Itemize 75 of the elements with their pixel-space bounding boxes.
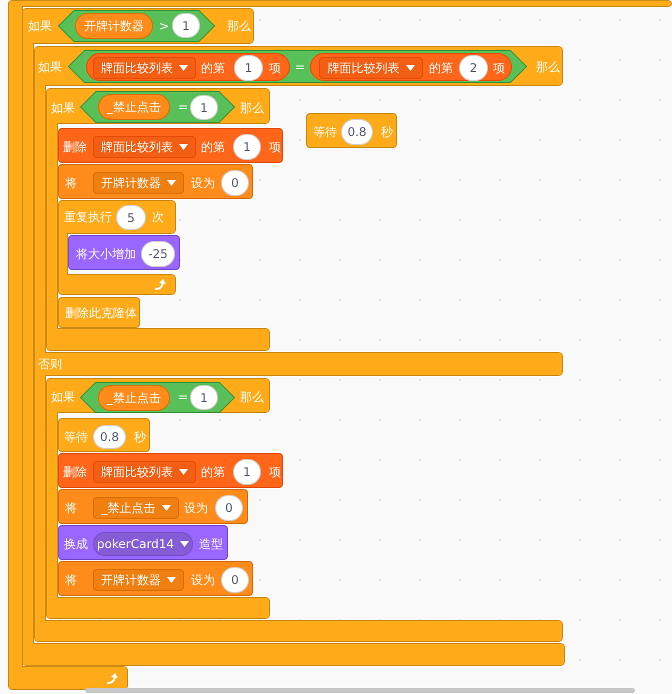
block-label: 项 (269, 140, 281, 154)
block-label: 的第 (201, 465, 225, 479)
operator-sign: = (295, 60, 306, 74)
block-label: 那么 (240, 101, 264, 115)
list-dropdown: 牌面比较列表 (93, 57, 196, 79)
block-label: 等待 (64, 430, 88, 444)
block-label: 重复执行 (64, 210, 112, 224)
operator-sign: = (178, 390, 188, 404)
variable-reporter: _禁止点击 (98, 385, 170, 411)
variable-dropdown: 开牌计数器 (93, 172, 184, 194)
number-input: 0.8 (93, 425, 126, 449)
block-label: 删除 (63, 140, 87, 154)
block-label: 项 (269, 61, 281, 75)
list-dropdown: 牌面比较列表 (319, 57, 423, 79)
block-label: 秒 (134, 430, 146, 444)
wait-block (58, 418, 150, 452)
list-dropdown: 牌面比较列表 (93, 136, 196, 158)
number-input: 2 (459, 55, 488, 81)
set-variable-block (58, 561, 253, 596)
equals-block (80, 91, 235, 123)
block-label: 如果 (51, 101, 75, 115)
number-input: 1 (233, 134, 261, 160)
block-label: 将 (65, 573, 77, 587)
block-label: 项 (269, 465, 281, 479)
number-input: 1 (233, 459, 261, 485)
block-label: 如果 (51, 390, 75, 404)
block-label: 将 (65, 176, 77, 190)
block-label: 如果 (38, 60, 62, 74)
block-label: 删除此克隆体 (65, 306, 137, 320)
block-label: 等待 (313, 125, 337, 139)
block-label: 项 (493, 61, 505, 75)
variable-reporter: _禁止点击 (98, 94, 170, 120)
delete-clone-block (58, 297, 140, 328)
number-input: 1 (234, 55, 263, 81)
list-item-reporter (86, 53, 290, 81)
block-label: 秒 (381, 125, 393, 139)
block-label: 如果 (28, 19, 52, 33)
number-input: 0 (221, 170, 249, 196)
block-label: 那么 (227, 19, 251, 33)
operator-sign: > (159, 19, 170, 33)
block-label: 那么 (240, 390, 264, 404)
number-input: -25 (141, 241, 175, 267)
delete-item-block (58, 128, 283, 163)
equals-block (80, 382, 235, 413)
equals-block (68, 50, 527, 83)
number-input: 0 (221, 567, 249, 593)
variable-reporter: 开牌计数器 (75, 13, 153, 39)
block-label: 否则 (38, 357, 62, 371)
change-size-block (68, 235, 180, 270)
operator-sign: = (178, 100, 188, 114)
list-item-reporter (310, 53, 512, 81)
block-label: 的第 (201, 140, 225, 154)
block-label: 换成 (64, 537, 88, 551)
block-label: 将 (65, 501, 77, 515)
block-label: 设为 (184, 501, 208, 515)
set-variable-block (58, 489, 248, 524)
variable-dropdown: 开牌计数器 (93, 569, 184, 591)
block-label: 的第 (201, 61, 225, 75)
block-label: 将大小增加 (76, 247, 136, 261)
delete-item-block (58, 453, 283, 488)
block-label: 那么 (536, 60, 560, 74)
block-label: 次 (152, 210, 164, 224)
costume-dropdown: pokerCard14 (93, 532, 193, 556)
block-label: 设为 (191, 176, 215, 190)
block-label: 设为 (191, 573, 215, 587)
set-variable-block (58, 164, 253, 199)
number-input: 0 (215, 495, 243, 521)
number-input: 0.8 (341, 119, 373, 145)
block-label: 造型 (199, 537, 223, 551)
variable-dropdown: _禁止点击 (93, 497, 179, 519)
list-dropdown: 牌面比较列表 (93, 461, 196, 483)
switch-costume-block (58, 525, 228, 560)
block-label: 删除 (63, 465, 87, 479)
comparison-block (58, 10, 215, 42)
block-label: 的第 (429, 61, 453, 75)
